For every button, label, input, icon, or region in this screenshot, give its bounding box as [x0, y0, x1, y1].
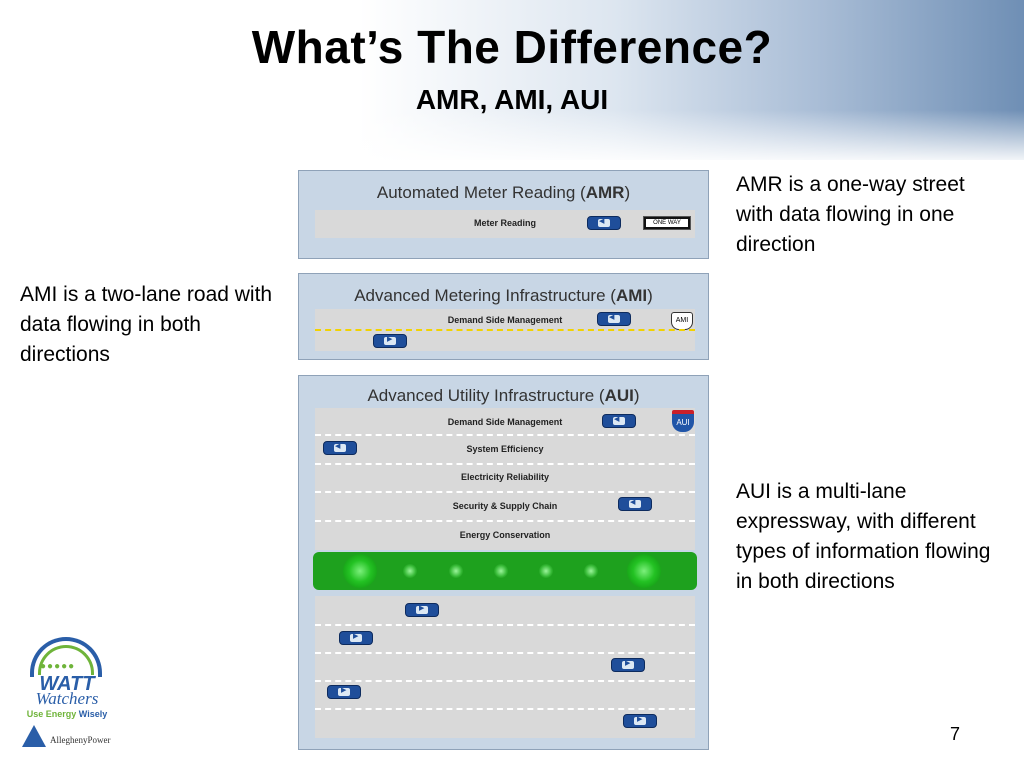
logo-tagline-pre: Use Energy: [26, 709, 79, 719]
amr-caption: AMR is a one-way street with data flowin…: [736, 173, 965, 256]
aui-car: [618, 497, 652, 511]
lane-divider: [315, 434, 695, 436]
lane-divider: [315, 652, 695, 654]
one-way-sign-text: ONE WAY: [646, 219, 688, 227]
amr-panel-title: Automated Meter Reading (AMR): [299, 183, 708, 203]
lane-divider: [315, 624, 695, 626]
allegheny-power-logo-icon: [22, 725, 46, 747]
shrub-icon: [539, 564, 553, 578]
ami-title-post: ): [647, 286, 653, 305]
aui-shield-icon: AUI: [672, 410, 694, 432]
aui-road-upper: Demand Side Management System Efficiency…: [315, 408, 695, 550]
ami-center-line: [315, 329, 695, 331]
aui-road-lower: [315, 596, 695, 738]
logo-tagline: Use Energy Wisely: [20, 709, 114, 719]
shrub-icon: [449, 564, 463, 578]
lane-divider: [315, 520, 695, 522]
page-number: 7: [950, 724, 961, 744]
header-fade: [0, 110, 1024, 165]
aui-panel: Advanced Utility Infrastructure (AUI) De…: [298, 375, 709, 750]
aui-car: [611, 658, 645, 672]
aui-car: [623, 714, 657, 728]
amr-title-post: ): [624, 183, 631, 202]
shrub-icon: [403, 564, 417, 578]
logo-tagline-bold: Wisely: [78, 709, 108, 719]
aui-lane-label: Demand Side Management: [447, 417, 563, 427]
one-way-sign-icon: ONE WAY: [643, 216, 691, 230]
amr-panel: Automated Meter Reading (AMR) Meter Read…: [298, 170, 709, 259]
shrub-icon: [494, 564, 508, 578]
amr-title-bold: AMR: [585, 183, 625, 202]
ami-car-right: [373, 334, 407, 348]
amr-road: Meter Reading ONE WAY: [315, 210, 695, 238]
ami-title-pre: Advanced Metering Infrastructure (: [354, 286, 616, 305]
company-name: AlleghenyPower: [50, 735, 111, 745]
aui-car: [339, 631, 373, 645]
aui-lane-label: System Efficiency: [466, 444, 544, 454]
aui-lane-label: Energy Conservation: [459, 530, 551, 540]
logo-watchers: Watchers: [35, 689, 99, 708]
aui-car: [327, 685, 361, 699]
aui-lane-label: Security & Supply Chain: [452, 501, 558, 511]
amr-title-pre: Automated Meter Reading (: [376, 183, 586, 202]
lane-divider: [315, 463, 695, 465]
lane-divider: [315, 491, 695, 493]
aui-panel-title: Advanced Utility Infrastructure (AUI): [299, 386, 708, 406]
ami-lane-label: Demand Side Management: [447, 315, 563, 325]
aui-title-bold: AUI: [604, 386, 634, 405]
tree-icon: [343, 554, 377, 588]
lane-divider: [315, 680, 695, 682]
slide-subtitle: AMR, AMI, AUI: [415, 84, 609, 115]
watt-watchers-dots-icon: ●●●●●: [40, 661, 76, 672]
aui-caption: AUI is a multi-lane expressway, with dif…: [736, 480, 991, 593]
aui-car: [602, 414, 636, 428]
ami-car-left: [597, 312, 631, 326]
ami-road: Demand Side Management AMI: [315, 309, 695, 351]
aui-car: [323, 441, 357, 455]
aui-car: [405, 603, 439, 617]
tree-icon: [627, 554, 661, 588]
shrub-icon: [584, 564, 598, 578]
slide-title: What’s The Difference?: [251, 21, 773, 73]
ami-title-bold: AMI: [615, 286, 648, 305]
ami-panel: Advanced Metering Infrastructure (AMI) D…: [298, 273, 709, 360]
ami-panel-title: Advanced Metering Infrastructure (AMI): [299, 286, 708, 306]
ami-caption: AMI is a two-lane road with data flowing…: [20, 283, 273, 366]
amr-lane-label: Meter Reading: [473, 218, 536, 228]
aui-title-pre: Advanced Utility Infrastructure (: [367, 386, 605, 405]
lane-divider: [315, 708, 695, 710]
ami-shield-icon: AMI: [671, 312, 693, 330]
amr-car: [587, 216, 621, 230]
logo-watt: WATT: [39, 673, 95, 695]
aui-lane-label: Electricity Reliability: [460, 472, 550, 482]
median-strip: [313, 552, 697, 590]
aui-title-post: ): [633, 386, 640, 405]
